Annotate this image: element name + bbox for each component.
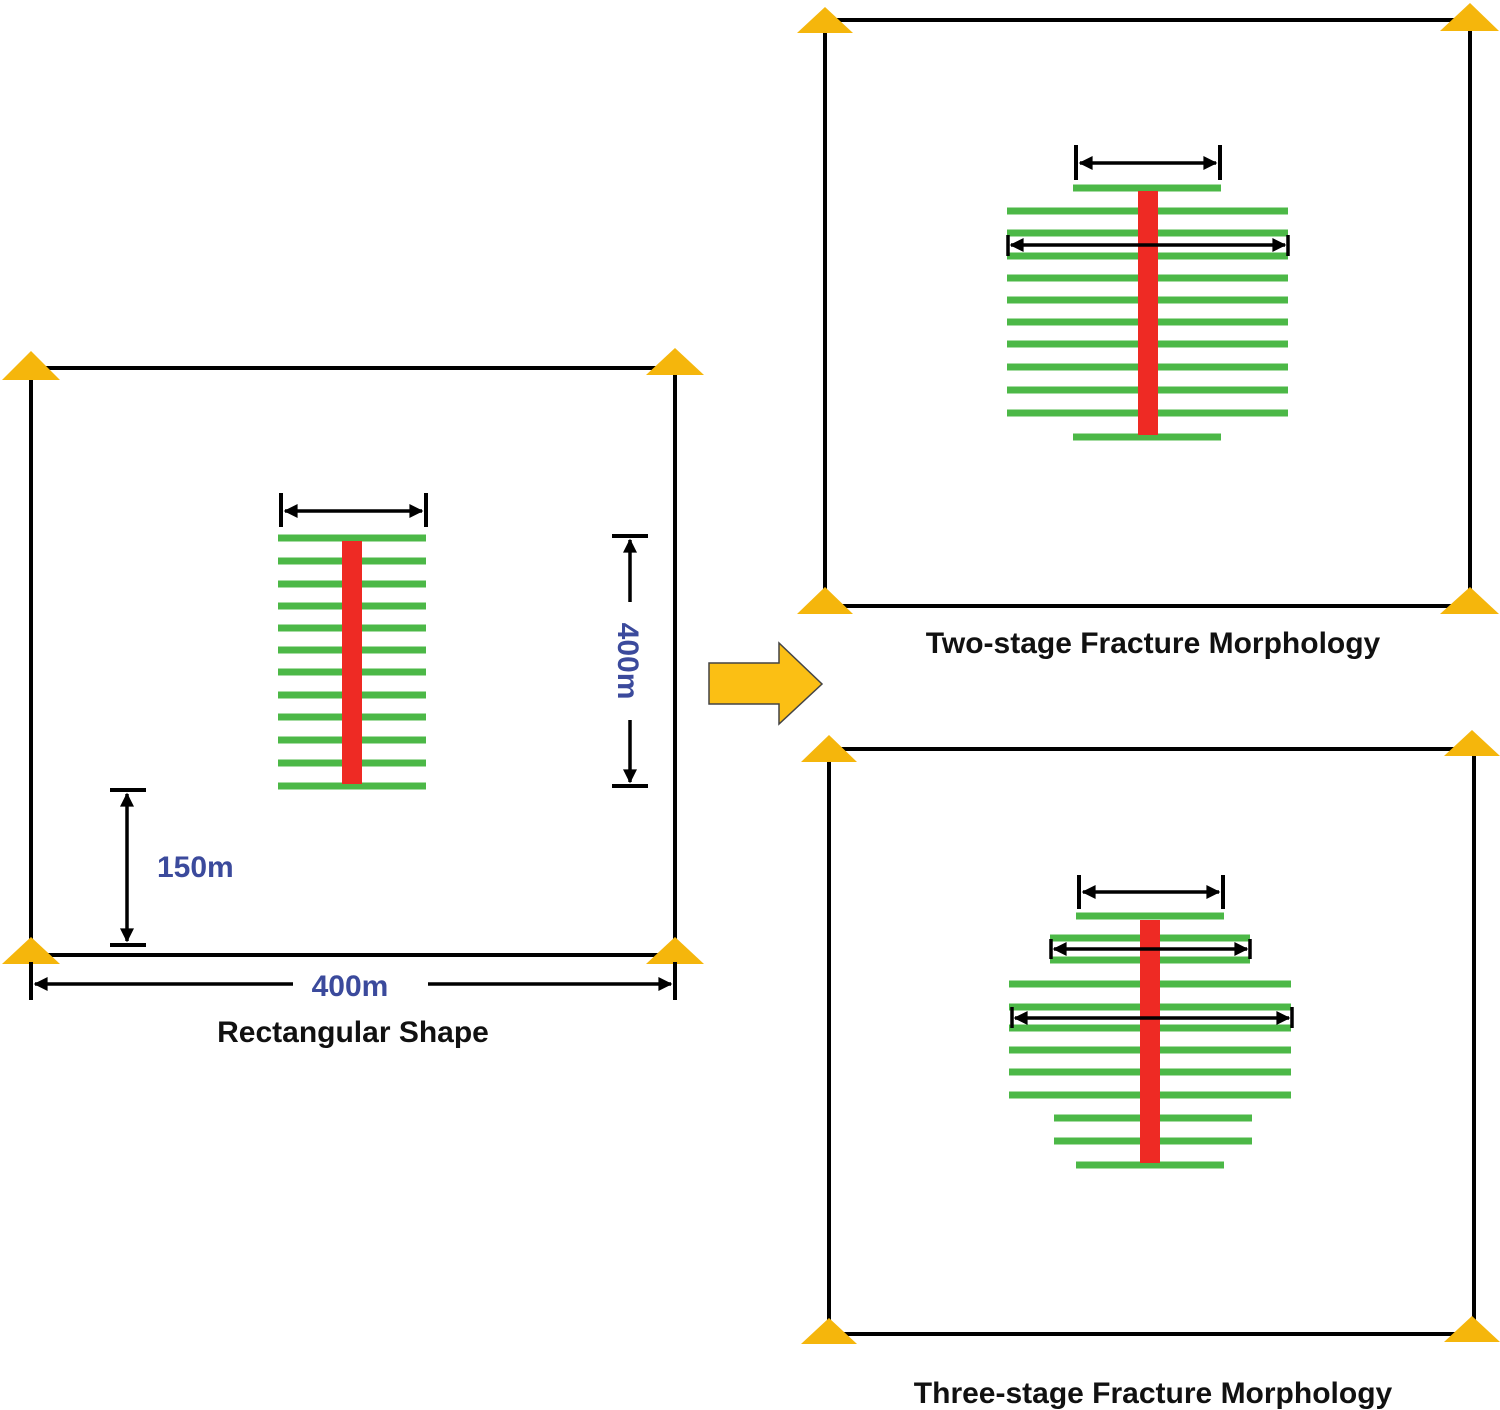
reservoir-boundary [823,18,1472,608]
middle-length-dimension [1049,939,1252,959]
inner-length-dimension [1074,145,1222,180]
offset-label: 150m [157,851,234,884]
fracture-bar [1076,1161,1224,1169]
corner-markers [2,348,704,964]
inner-length-dimension [1077,875,1225,909]
corner-marker-icon [1440,3,1499,31]
corner-marker-icon [646,348,704,375]
reservoir-boundary [827,747,1476,1336]
corner-markers [797,3,1499,614]
fracture-bar [278,534,426,542]
corner-marker-icon [797,7,853,33]
two-stage-caption: Two-stage Fracture Morphology [926,627,1381,660]
three-stage-panel: Three-stage Fracture Morphology [801,730,1500,1410]
half-length-dimension [279,493,428,527]
right-arrow-icon [708,641,824,726]
corner-marker-icon [2,937,60,964]
height-label: 400m [611,623,644,700]
corner-markers [801,730,1500,1344]
fracture-bar [278,782,426,790]
wellbore [1140,920,1160,1163]
rect-caption: Rectangular Shape [217,1016,489,1049]
fracture-bar [1073,184,1221,192]
outer-length-dimension [1010,1007,1294,1028]
corner-marker-icon [801,735,857,762]
corner-marker-icon [797,587,853,614]
rectangular-panel: 400m 150m 400m Rectangular Shape [2,348,704,1049]
wellbore [342,541,362,784]
wellbore [1138,191,1158,435]
three-stage-caption: Three-stage Fracture Morphology [914,1377,1393,1410]
width-dimension [29,962,677,1000]
outer-length-dimension [1006,235,1290,256]
fracture-bar [1076,912,1224,920]
width-label: 400m [312,970,389,1003]
corner-marker-icon [1440,587,1499,614]
reservoir-boundary [29,366,677,957]
corner-marker-icon [646,937,704,964]
offset-dimension [110,788,146,947]
corner-marker-icon [1444,1316,1500,1342]
corner-marker-icon [801,1318,857,1344]
corner-marker-icon [1444,730,1500,756]
fracture-bar [1073,433,1221,441]
two-stage-panel: Two-stage Fracture Morphology [797,3,1499,660]
height-dimension [612,534,648,788]
corner-marker-icon [2,351,60,380]
